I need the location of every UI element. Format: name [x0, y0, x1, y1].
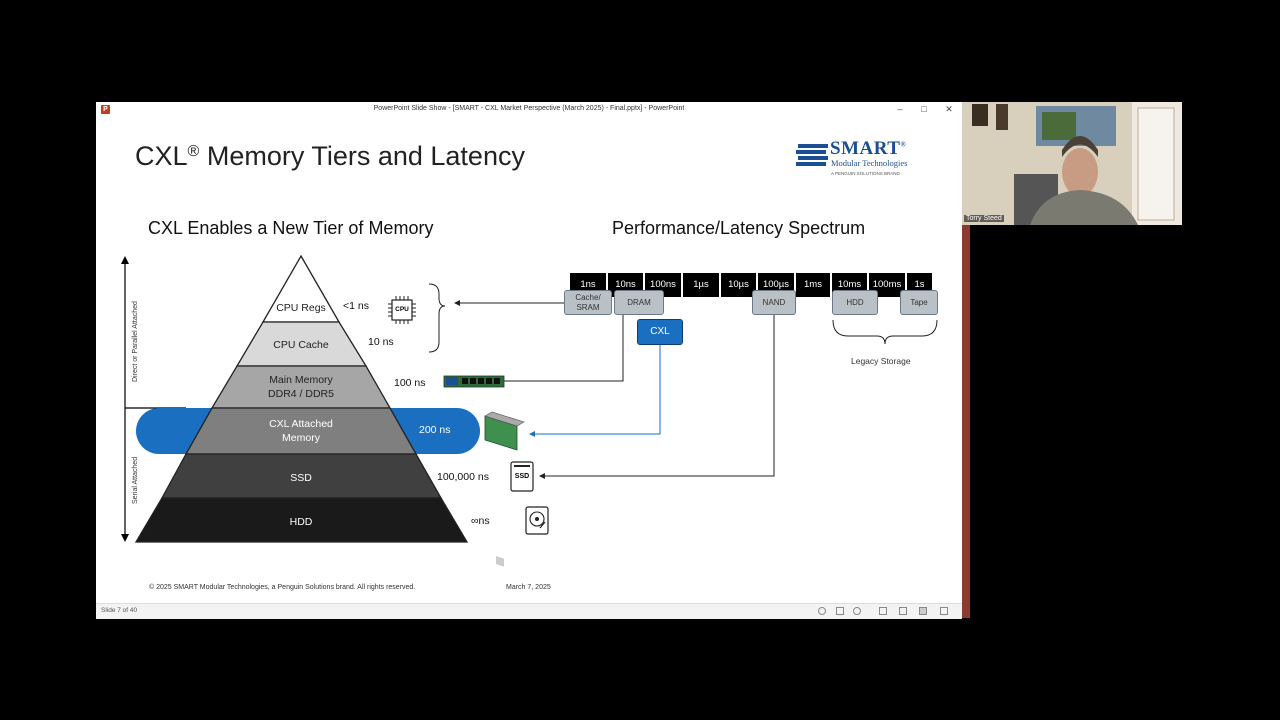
smart-logo-stripes-icon	[796, 144, 828, 166]
box-dram: DRAM	[614, 290, 664, 315]
next-slide-icon[interactable]	[853, 607, 861, 615]
webcam-feed: Torry Steed	[962, 102, 1182, 225]
normal-view-icon[interactable]	[879, 607, 887, 615]
box-hdd: HDD	[832, 290, 878, 315]
legacy-brace	[832, 319, 938, 345]
smart-logo: SMART® Modular Technologies A PENGUIN SO…	[796, 138, 916, 180]
right-heading: Performance/Latency Spectrum	[612, 218, 866, 238]
logo-subtitle: Modular Technologies	[831, 158, 908, 168]
logo-word: SMART®	[830, 138, 907, 159]
ssd-icon-text: SSD	[514, 473, 530, 480]
slide-canvas: CXL® Memory Tiers and Latency SMART® Mod…	[96, 118, 962, 603]
latency-ssd: 100,000 ns	[437, 471, 489, 483]
slide-sorter-icon[interactable]	[899, 607, 907, 615]
legacy-storage-label: Legacy Storage	[851, 356, 911, 366]
previous-slide-icon[interactable]	[818, 607, 826, 615]
webcam-scene	[962, 102, 1182, 225]
box-tape: Tape	[900, 290, 938, 315]
footer-copyright: © 2025 SMART Modular Technologies, a Pen…	[149, 584, 416, 591]
tier-label-hdd: HDD	[289, 516, 313, 528]
box-nand: NAND	[752, 290, 796, 315]
powerpoint-window: P PowerPoint Slide Show - [SMART - CXL M…	[96, 102, 962, 619]
participant-name: Torry Steed	[964, 215, 1004, 222]
spectrum-cell: 1ms	[796, 273, 830, 297]
cxl-connector	[535, 345, 661, 435]
spectrum-cell: 100ms	[869, 273, 905, 297]
axis-label-parallel: Direct or Parallel Attached	[132, 301, 139, 382]
background-window-edge	[962, 222, 970, 618]
powerpoint-app-icon[interactable]: P	[101, 105, 110, 114]
nand-connector	[545, 315, 775, 477]
latency-cpu-cache: 10 ns	[368, 336, 394, 348]
tier-label-cpu-regs: CPU Regs	[276, 302, 326, 314]
latency-main-memory: 100 ns	[394, 377, 426, 389]
slide-menu-icon[interactable]	[836, 607, 844, 615]
tier-label-ssd: SSD	[290, 472, 312, 484]
logo-brand-line: A PENGUIN SOLUTIONS BRAND	[831, 171, 900, 176]
dram-connector	[490, 315, 624, 382]
title-bar: P PowerPoint Slide Show - [SMART - CXL M…	[96, 102, 962, 119]
slide-title: CXL® Memory Tiers and Latency	[135, 141, 525, 171]
window-title: PowerPoint Slide Show - [SMART - CXL Mar…	[373, 105, 685, 112]
left-heading: CXL Enables a New Tier of Memory	[148, 218, 434, 238]
cxl-card-icon	[484, 411, 525, 567]
tier-label-cpu-cache: CPU Cache	[273, 339, 329, 351]
minimize-button[interactable]: –	[897, 104, 903, 114]
cpu-icon-text: CPU	[395, 306, 409, 313]
slide-counter: Slide 7 of 40	[101, 607, 138, 614]
tier-hdd	[134, 497, 469, 543]
footer-date: March 7, 2025	[506, 584, 551, 591]
diagram-svg	[121, 254, 938, 567]
slideshow-view-icon[interactable]	[940, 607, 948, 615]
axis-label-serial: Serial Attached	[132, 456, 139, 504]
box-cache-sram: Cache/SRAM	[564, 290, 612, 315]
latency-hdd: ∞ns	[471, 515, 490, 527]
ssd-icon	[510, 461, 534, 492]
latency-cpu-regs: <1 ns	[343, 300, 369, 312]
close-button[interactable]: ✕	[945, 104, 953, 114]
box-cxl: CXL	[637, 319, 683, 345]
spectrum-cell: 1µs	[683, 273, 719, 297]
reading-view-icon[interactable]	[919, 607, 927, 615]
status-bar: Slide 7 of 40	[96, 603, 962, 619]
spectrum-cell: 10µs	[721, 273, 756, 297]
maximize-button[interactable]: □	[921, 104, 927, 114]
cpu-brace	[428, 283, 446, 353]
axis-arrow-down-icon	[121, 534, 129, 542]
latency-cxl: 200 ns	[419, 424, 451, 436]
cpu-chip-icon	[388, 296, 416, 324]
axis-arrow-up-icon	[121, 256, 129, 264]
hard-drive-icon	[525, 506, 549, 535]
dimm-module-icon	[443, 375, 505, 388]
